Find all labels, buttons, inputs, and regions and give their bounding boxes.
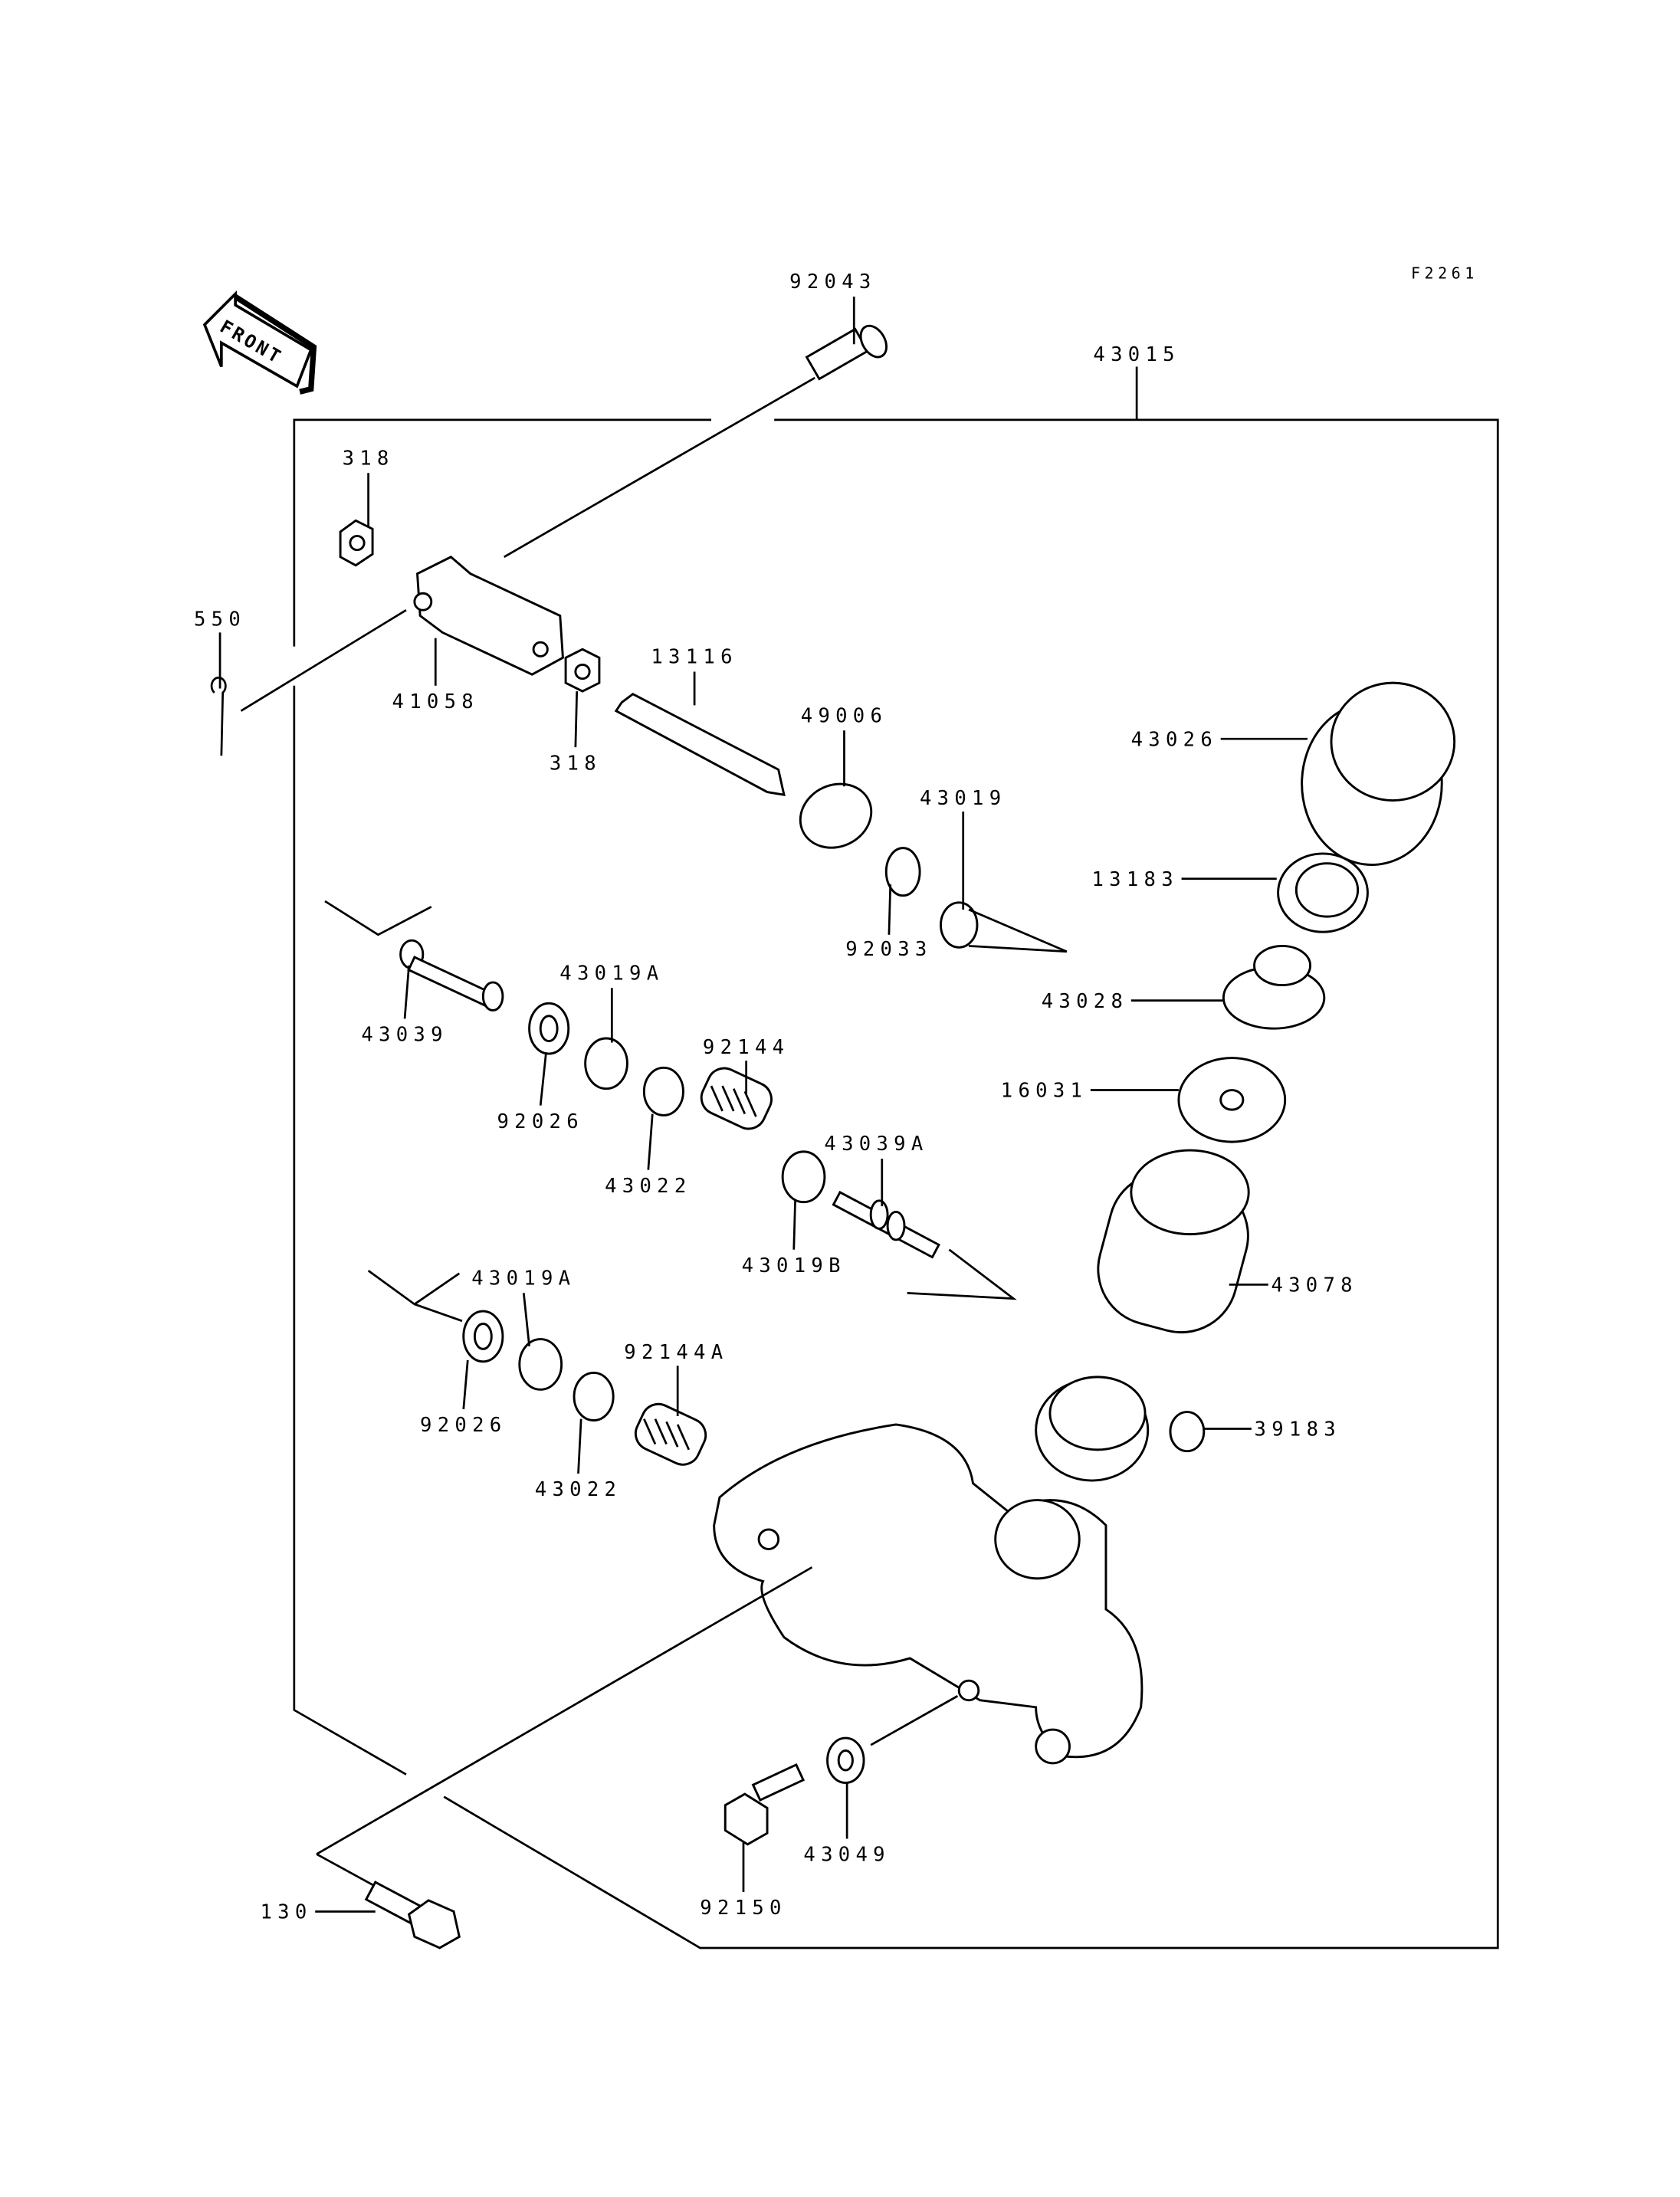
part-label[interactable]: 43019B — [742, 1254, 846, 1277]
part-label[interactable]: 39183 — [1255, 1418, 1341, 1441]
part-label[interactable]: 92026 — [497, 1110, 583, 1133]
part-label[interactable]: 43028 — [1042, 990, 1128, 1013]
valve-stem-icon — [832, 1190, 940, 1259]
figure-code: F2261 — [1411, 264, 1478, 282]
part-label[interactable]: 92144 — [703, 1036, 789, 1059]
part-label[interactable]: 43019A — [471, 1267, 576, 1290]
part-label[interactable]: 13116 — [651, 646, 737, 669]
part-label[interactable]: 92043 — [789, 271, 876, 293]
part-label[interactable]: 41058 — [392, 690, 479, 713]
part-label[interactable]: 43022 — [535, 1478, 622, 1501]
part-label[interactable]: 318 — [550, 752, 602, 775]
boot-icon — [1097, 1149, 1250, 1334]
leader-line — [792, 1200, 796, 1250]
part-label[interactable]: 92026 — [420, 1414, 507, 1437]
part-label[interactable]: 13183 — [1091, 868, 1178, 891]
leader-line — [462, 1359, 469, 1410]
part-label[interactable]: 43039A — [824, 1133, 928, 1156]
spring-icon — [700, 1067, 773, 1130]
front-arrow-icon: FRONT — [202, 290, 317, 395]
leader-line — [539, 1052, 547, 1106]
part-label[interactable]: 92150 — [700, 1897, 786, 1920]
part-label[interactable]: 550 — [194, 608, 246, 631]
part-label[interactable]: 49006 — [801, 704, 888, 727]
piston-rod-icon — [399, 939, 504, 1012]
leader-line — [574, 691, 579, 748]
parts-drawings — [210, 324, 1456, 1949]
clevis-icon — [413, 556, 564, 676]
leader-line — [888, 884, 892, 935]
leader-line — [403, 965, 410, 1019]
part-label[interactable]: 43049 — [803, 1844, 890, 1867]
part-label[interactable]: 16031 — [1001, 1080, 1088, 1103]
part-label[interactable]: 43019A — [559, 962, 664, 985]
part-label[interactable]: 92144A — [624, 1341, 728, 1364]
reservoir-cap-icon — [1301, 681, 1456, 866]
part-label[interactable]: 92033 — [845, 938, 932, 961]
push-rod-icon — [614, 693, 786, 797]
leader-line — [577, 1418, 582, 1474]
part-label[interactable]: 43026 — [1131, 728, 1218, 751]
part-labels: 92043 318 550 41058 318 13116 49006 4301… — [194, 271, 1357, 1924]
assembly-frame: 43015 — [293, 343, 1499, 1949]
leader-line — [647, 1113, 654, 1170]
leader-line — [522, 1293, 530, 1346]
part-label[interactable]: 43039 — [361, 1024, 448, 1047]
leader-lines — [218, 297, 1308, 1913]
part-label[interactable]: 43019 — [920, 787, 1006, 810]
master-cylinder-body-icon — [713, 1423, 1144, 1765]
part-label[interactable]: 318 — [343, 447, 395, 470]
part-label[interactable]: 130 — [260, 1901, 312, 1924]
part-label[interactable]: 43022 — [605, 1175, 691, 1198]
clevis-pin-icon — [805, 324, 888, 381]
part-label[interactable]: 43078 — [1271, 1274, 1357, 1297]
assembly-label: 43015 — [1093, 343, 1180, 366]
